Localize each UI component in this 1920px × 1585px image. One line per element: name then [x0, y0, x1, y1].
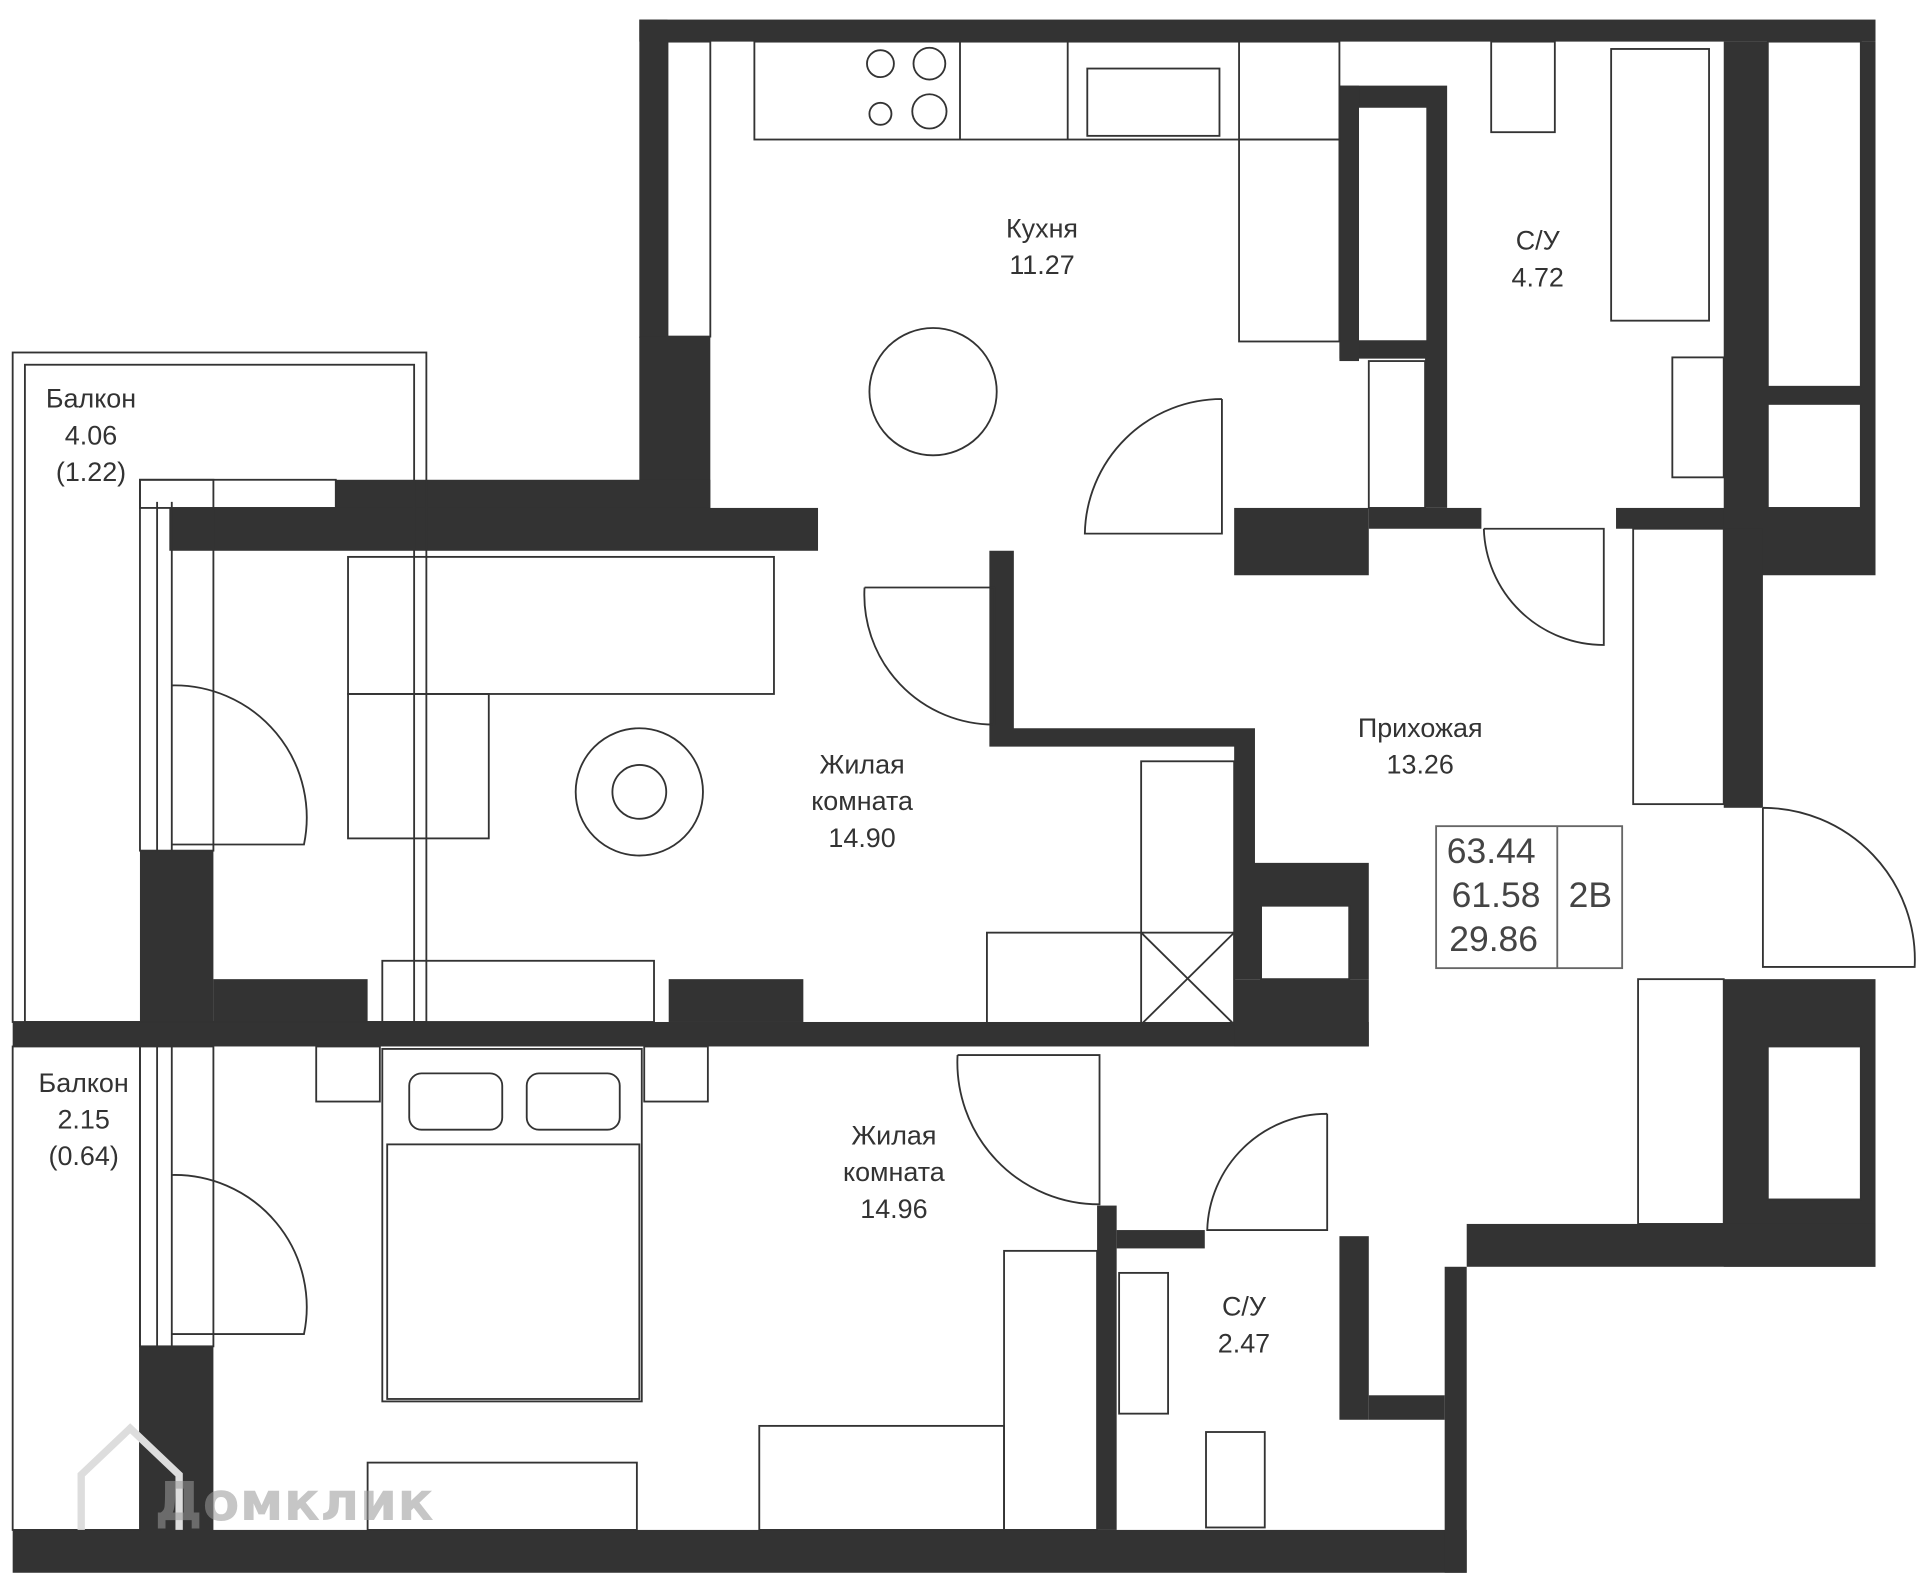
- balcony1-coef: (1.22): [56, 457, 126, 487]
- living1-name2: комната: [811, 786, 913, 816]
- bath2-area: 2.47: [1218, 1328, 1270, 1358]
- summary-box: 63.44 61.58 29.86 2В: [1435, 825, 1624, 970]
- balcony1-name: Балкон: [46, 384, 136, 414]
- balcony1-area: 4.06: [65, 420, 117, 450]
- house-logo-icon: [77, 1423, 183, 1530]
- living2-name1: Жилая: [851, 1120, 936, 1150]
- bath1-name: С/У: [1516, 226, 1561, 256]
- living1-area: 14.90: [828, 823, 895, 853]
- doors: [171, 398, 1916, 1336]
- balcony2-name: Балкон: [39, 1068, 129, 1098]
- windows-balconies: [11, 40, 712, 1531]
- balcony2-area: 2.15: [57, 1104, 109, 1134]
- kitchen-area: 11.27: [1009, 250, 1074, 280]
- living1-name1: Жилая: [820, 750, 905, 780]
- kitchen-name: Кухня: [1006, 213, 1078, 243]
- living-area: 29.86: [1449, 919, 1538, 959]
- hall-name: Прихожая: [1358, 713, 1483, 743]
- balcony2-coef: (0.64): [49, 1141, 119, 1171]
- living-total-area: 61.58: [1452, 875, 1541, 915]
- watermark: Домклик: [77, 1423, 434, 1533]
- apartment-type: 2В: [1569, 875, 1612, 915]
- bath1-area: 4.72: [1512, 262, 1564, 292]
- walls: [12, 19, 1876, 1573]
- room-labels: Кухня 11.27 С/У 4.72 Балкон 4.06 (1.22) …: [39, 213, 1564, 1358]
- furniture: [315, 40, 1725, 1531]
- total-area: 63.44: [1447, 831, 1536, 871]
- bath2-name: С/У: [1222, 1292, 1267, 1322]
- living2-area: 14.96: [860, 1194, 927, 1224]
- hall-area: 13.26: [1387, 750, 1454, 780]
- living2-name2: комната: [843, 1157, 945, 1187]
- watermark-text: Домклик: [155, 1470, 434, 1533]
